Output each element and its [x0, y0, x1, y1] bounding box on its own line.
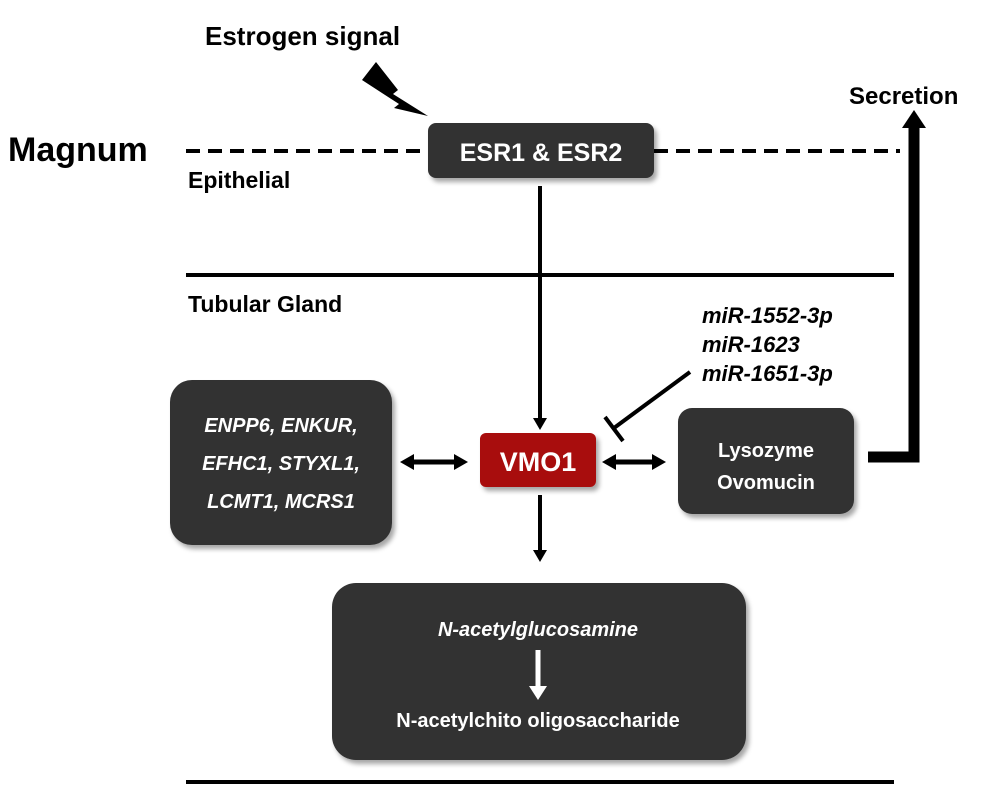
secreted-proteins-node: Lysozyme Ovomucin [678, 408, 854, 514]
mirna-inhibition-bar [603, 415, 625, 443]
protein-label: Ovomucin [717, 472, 815, 494]
mirna-label: miR-1552-3p [702, 303, 833, 328]
epithelial-label: Epithelial [188, 167, 290, 193]
vmo1-label: VMO1 [500, 447, 577, 477]
receptor-to-vmo1-arrow-head [533, 418, 547, 430]
conversion-arrow-head [529, 686, 547, 700]
carbohydrate-product-label: N-acetylchito oligosaccharide [396, 710, 679, 732]
vmo1-to-carbohydrate-arrow-head [533, 550, 547, 562]
magnum-label: Magnum [8, 131, 148, 169]
mirna-inhibition-line [612, 370, 692, 430]
receptor-label: ESR1 & ESR2 [460, 139, 623, 167]
mirna-label: miR-1623 [702, 332, 800, 357]
genes-vmo1-arrow-head-left [400, 454, 414, 470]
interacting-genes-node: ENPP6, ENKUR, EFHC1, STYXL1, LCMT1, MCRS… [170, 380, 392, 545]
gene-list-line: ENPP6, ENKUR, [204, 415, 357, 437]
genes-vmo1-arrow-head-right [454, 454, 468, 470]
estrogen-signal-label: Estrogen signal [205, 21, 400, 51]
vmo1-proteins-arrow-head-right [652, 454, 666, 470]
gene-list-line: EFHC1, STYXL1, [202, 453, 360, 475]
secretion-arrow-head [902, 110, 926, 128]
carbohydrate-node: N-acetylglucosamine N-acetylchito oligos… [332, 583, 746, 760]
mirna-label: miR-1651-3p [702, 361, 833, 386]
carbohydrate-substrate-label: N-acetylglucosamine [438, 619, 638, 641]
secretion-label: Secretion [849, 83, 958, 110]
protein-label: Lysozyme [718, 440, 814, 462]
tubular-gland-label: Tubular Gland [188, 291, 342, 317]
lightning-bolt-icon [362, 62, 428, 116]
vmo1-node: VMO1 [480, 433, 596, 487]
gene-list-line: LCMT1, MCRS1 [207, 491, 355, 513]
secretion-arrow-shaft [868, 128, 920, 463]
vmo1-proteins-arrow-head-left [602, 454, 616, 470]
receptor-node: ESR1 & ESR2 [428, 123, 654, 178]
